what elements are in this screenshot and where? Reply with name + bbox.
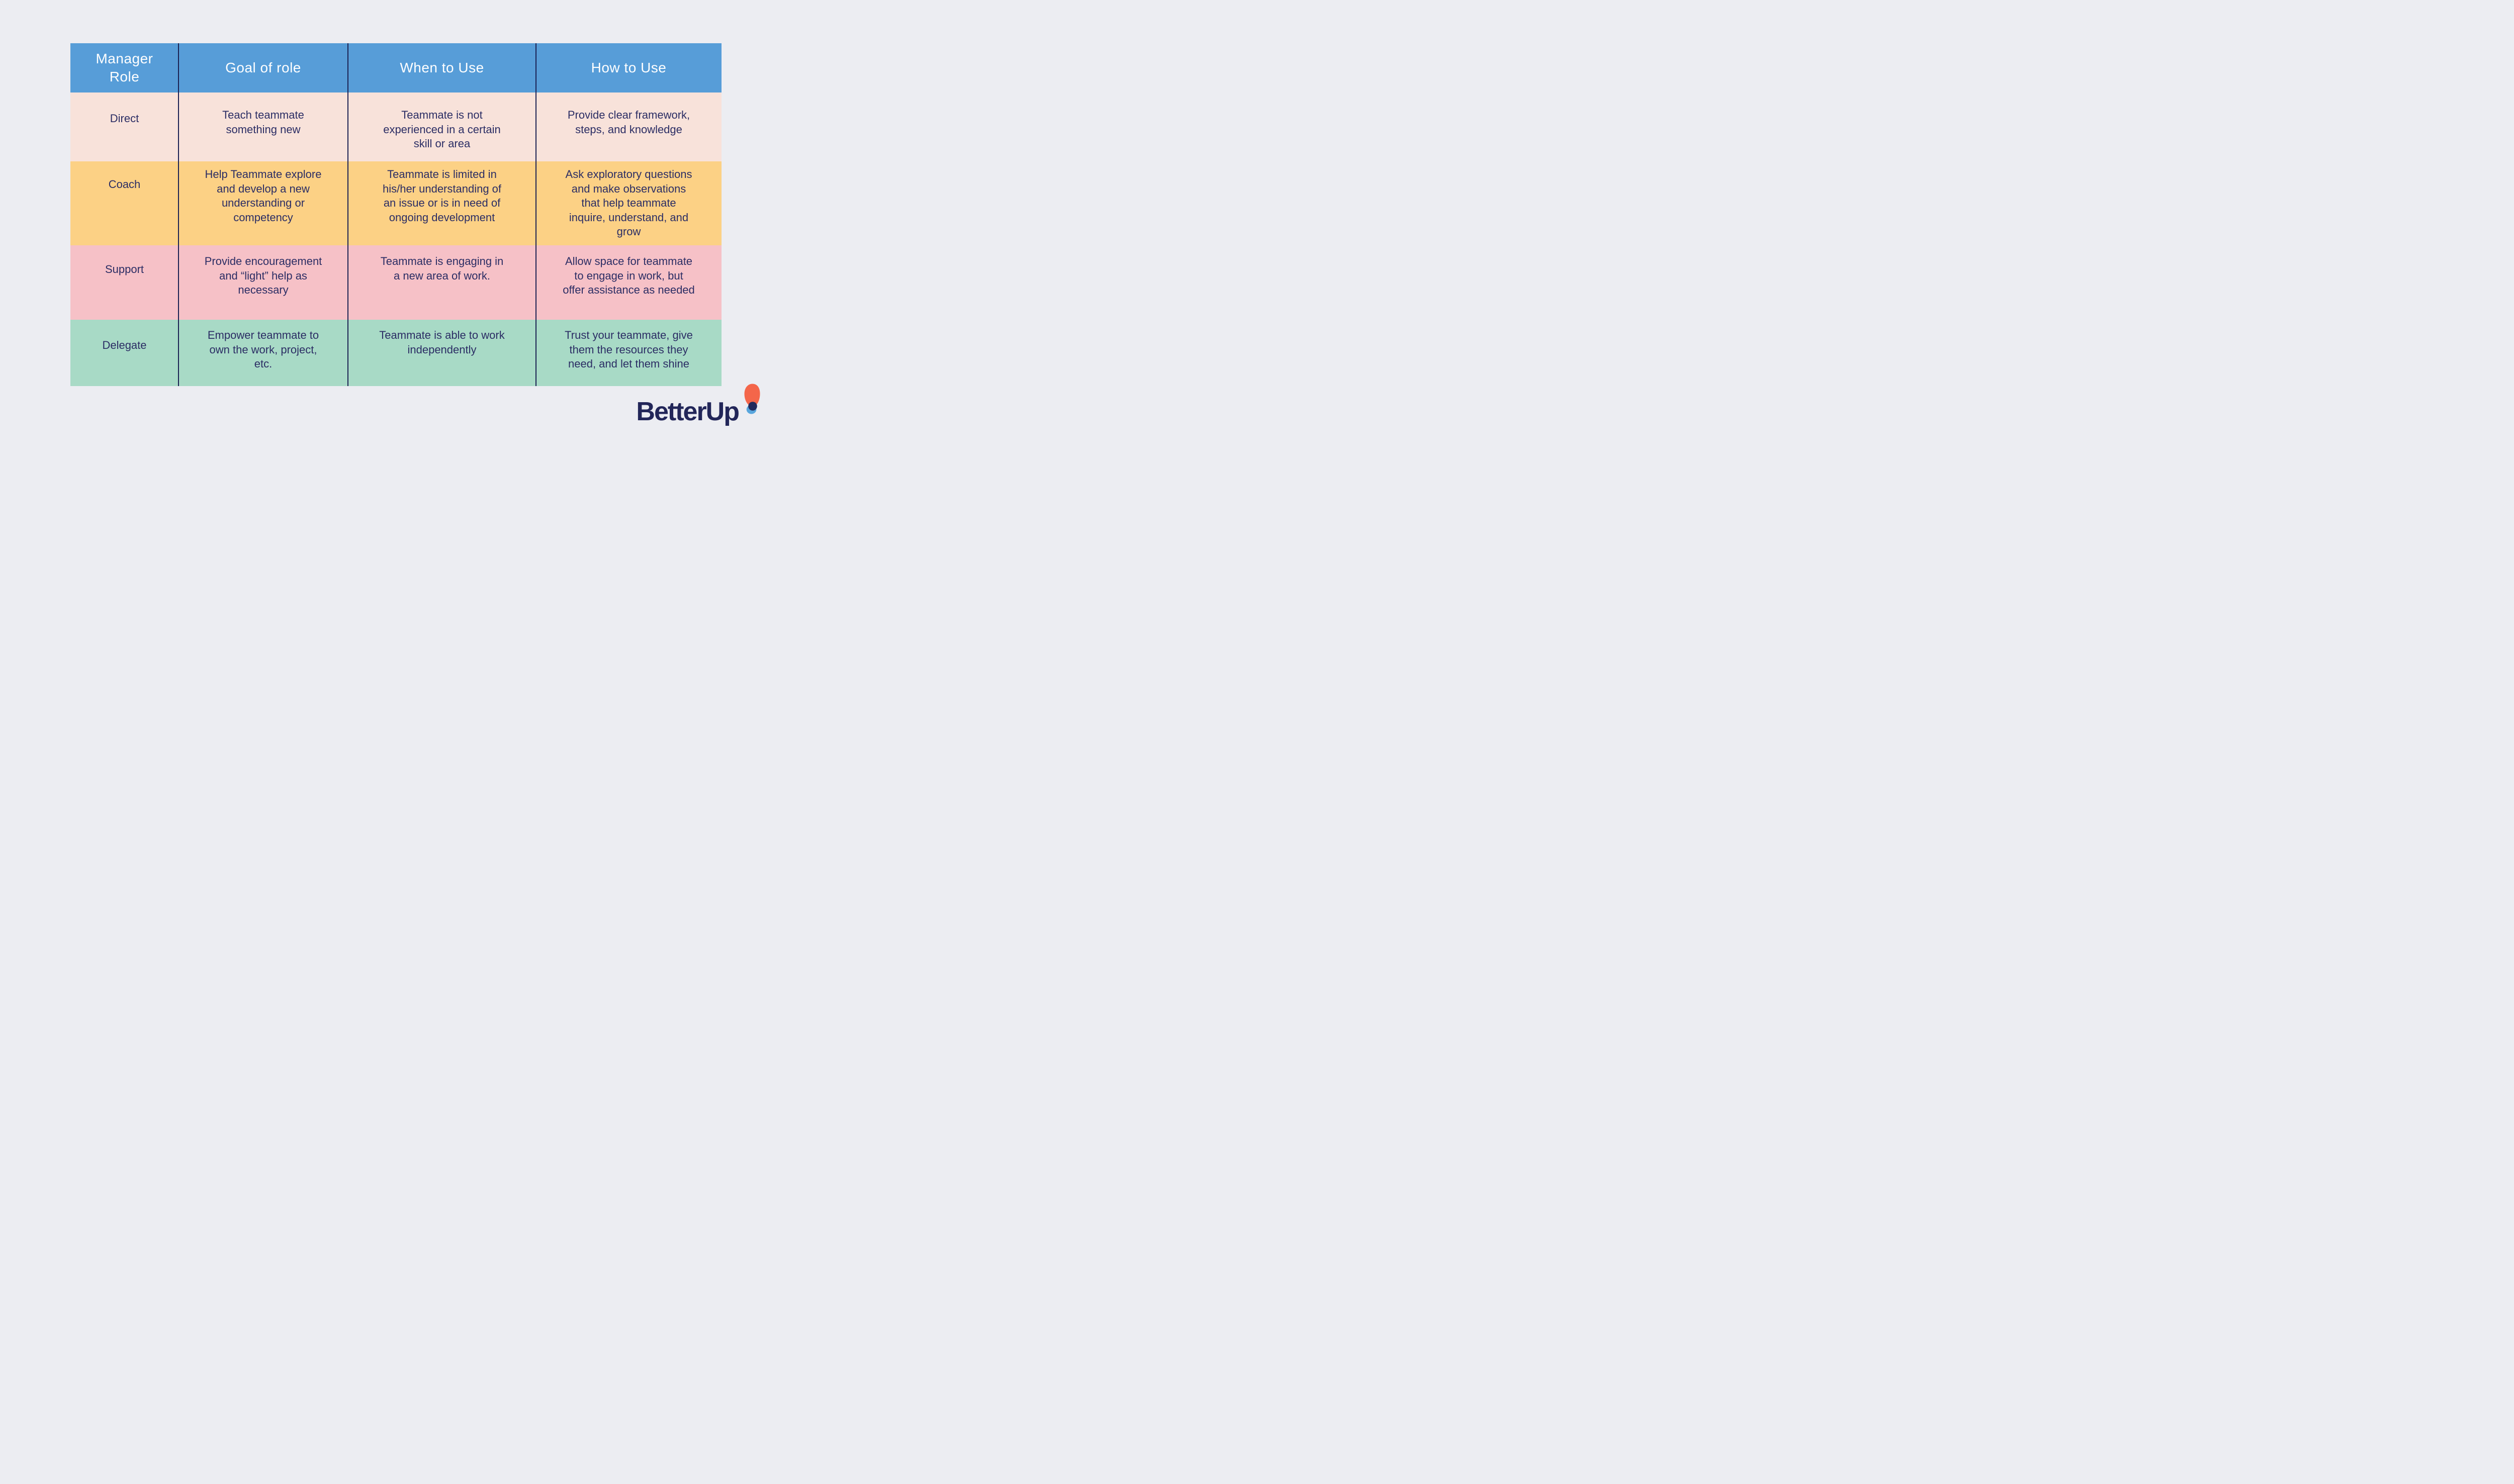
logo-navy-dot <box>748 402 757 411</box>
logo-teardrop-shape <box>744 384 760 407</box>
header-how-to-use: How to Use <box>536 43 722 92</box>
role-cell-delegate: Delegate <box>70 320 178 386</box>
when-cell-direct: Teammate is not experienced in a certain… <box>348 92 536 161</box>
column-divider-3 <box>535 43 536 386</box>
role-cell-coach: Coach <box>70 161 178 245</box>
betterup-wordmark: BetterUp <box>636 397 740 426</box>
infographic-canvas: Manager Role Goal of role When to Use Ho… <box>0 0 779 445</box>
manager-role-table: Manager Role Goal of role When to Use Ho… <box>70 43 722 386</box>
betterup-logo: BetterUp <box>636 384 762 425</box>
goal-cell-direct: Teach teammate something new <box>178 92 348 161</box>
column-divider-2 <box>347 43 348 386</box>
when-cell-delegate: Teammate is able to work independently <box>348 320 536 386</box>
betterup-logo-mark-icon <box>744 384 760 414</box>
column-divider-1 <box>178 43 179 386</box>
header-manager-role: Manager Role <box>70 43 178 92</box>
how-cell-delegate: Trust your teammate, give them the resou… <box>536 320 722 386</box>
how-cell-support: Allow space for teammate to engage in wo… <box>536 245 722 320</box>
when-cell-coach: Teammate is limited in his/her understan… <box>348 161 536 245</box>
header-goal-of-role: Goal of role <box>178 43 348 92</box>
header-when-to-use: When to Use <box>348 43 536 92</box>
goal-cell-delegate: Empower teammate to own the work, projec… <box>178 320 348 386</box>
how-cell-direct: Provide clear framework, steps, and know… <box>536 92 722 161</box>
when-cell-support: Teammate is engaging in a new area of wo… <box>348 245 536 320</box>
goal-cell-coach: Help Teammate explore and develop a new … <box>178 161 348 245</box>
how-cell-coach: Ask exploratory questions and make obser… <box>536 161 722 245</box>
role-cell-support: Support <box>70 245 178 320</box>
goal-cell-support: Provide encouragement and “light” help a… <box>178 245 348 320</box>
role-cell-direct: Direct <box>70 92 178 161</box>
